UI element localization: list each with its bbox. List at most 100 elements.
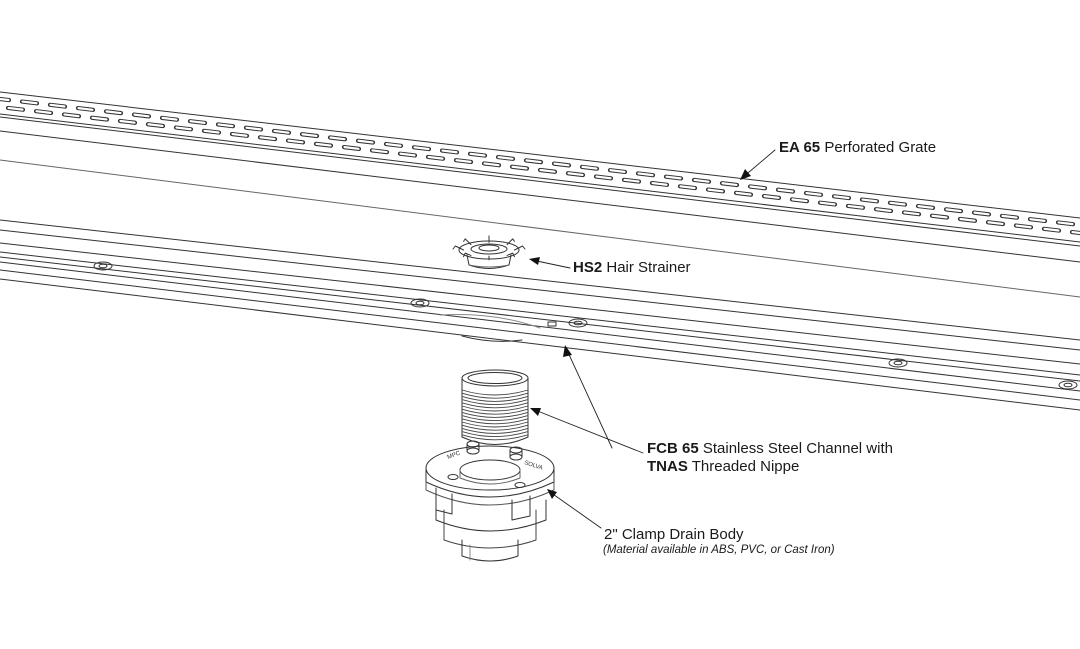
nipple-thread [461, 421, 529, 428]
grate-slot-inner [77, 106, 94, 111]
grate-slot-inner [217, 123, 234, 128]
mounting-tab [1058, 380, 1078, 390]
grate-slot-inner [875, 208, 892, 212]
grate-slot-inner [833, 195, 850, 200]
nipple-thread [461, 392, 529, 399]
grate-slot-inner [819, 201, 836, 206]
mounting-tab-hole [893, 360, 903, 366]
nipple-thread [461, 389, 529, 396]
drain-body-mark-right: SOLVA [523, 460, 543, 472]
grate-slot-inner [63, 113, 80, 118]
grate-slot-inner [35, 110, 52, 114]
channel-mounting-tabs [93, 261, 1078, 390]
grate-slot-inner [903, 211, 920, 216]
grate-slot-inner [777, 188, 794, 193]
grate-slot-inner [763, 195, 780, 199]
nipple-thread [461, 434, 529, 441]
nipple-thread [461, 424, 529, 431]
strainer-prong [452, 245, 464, 251]
grate-slot-inner [91, 116, 108, 121]
hair-strainer [452, 235, 526, 269]
grate-slot-inner [581, 165, 598, 170]
grate-slot-inner [539, 168, 556, 173]
grate-slot-inner [931, 214, 948, 219]
grate-slot-inner [861, 198, 878, 203]
nipple-callout: TNAS Threaded Nippe [647, 458, 799, 475]
grate-slot-inner [189, 120, 206, 124]
grate-description: Perforated Grate [824, 139, 937, 156]
grate-slot-inner [1001, 214, 1018, 219]
nipple-thread [461, 405, 529, 412]
clamp-drain-body: MPC SOLVA [425, 440, 555, 562]
mounting-tab [410, 298, 430, 308]
grate-slot-inner [1029, 218, 1046, 222]
strainer-prong [506, 238, 515, 246]
grate-slot-inner [161, 116, 178, 121]
strainer-prongs [452, 235, 526, 261]
strainer-prong [463, 252, 472, 258]
strainer-callout: HS2 Hair Strainer [573, 259, 691, 276]
nipple-code: TNAS [647, 458, 688, 475]
arrowheads [529, 169, 751, 499]
grate-slot-inner [959, 217, 976, 222]
grate-slot-row-a [0, 96, 1076, 227]
grate-slot-inner [175, 126, 192, 131]
nipple-thread [461, 431, 529, 437]
channel-code: FCB 65 [647, 440, 699, 457]
mounting-tab-hole [415, 300, 425, 306]
grate-slot-inner [679, 185, 696, 190]
grate-callout: EA 65 Perforated Grate [779, 139, 936, 156]
drain-body-callout: 2" Clamp Drain Body [604, 526, 744, 543]
grate-slot-inner [693, 178, 710, 183]
grate-slot-inner [847, 204, 864, 209]
grate-slot-inner [511, 165, 528, 170]
grate-slot-inner [119, 119, 136, 124]
nipple-thread [461, 415, 529, 421]
grate-slot-inner [357, 139, 374, 144]
stainless-steel-channel [0, 219, 1080, 411]
grate-slot-inner [525, 159, 542, 164]
strainer-code: HS2 [573, 259, 603, 276]
grate-slot-inner [973, 211, 990, 216]
grate-slot-inner [735, 191, 752, 196]
grate-slot-inner [987, 221, 1004, 226]
grate-slot-inner [105, 110, 122, 115]
grate-slot-inner [665, 175, 682, 180]
grate-slot-inner [21, 100, 38, 105]
grate-slot-inner [49, 103, 66, 108]
strainer-description: Hair Strainer [606, 259, 691, 276]
channel-callout: FCB 65 Stainless Steel Channel with [647, 440, 893, 457]
grate-slot-inner [553, 162, 570, 167]
grate-slot-inner [469, 152, 486, 157]
grate-slot-inner [805, 191, 822, 196]
drain-body-mark-left: MPC [447, 450, 462, 460]
grate-slot-inner [427, 155, 444, 160]
grate-slot-inner [707, 188, 724, 193]
grate-slot-inner [203, 129, 220, 134]
nipple-thread [461, 395, 529, 402]
grate-slot-inner [329, 136, 346, 141]
grate-slot-inner [315, 142, 332, 147]
grate-slot-inner [231, 132, 248, 137]
strainer-prong [463, 238, 472, 246]
grate-slot-inner [749, 185, 766, 190]
nipple-thread [461, 427, 529, 434]
grate-slot-inner [1015, 224, 1032, 229]
grate-slot-inner [441, 149, 458, 154]
grate-slot-inner [245, 126, 262, 131]
grate-slot-inner [483, 162, 500, 167]
grate-slot-inner [1057, 221, 1074, 226]
grate-slot-inner [343, 146, 360, 150]
grate-slot-inner [259, 136, 276, 141]
channel-description: Stainless Steel Channel with [702, 440, 893, 457]
mounting-tab-hole [573, 320, 583, 326]
mounting-tab [888, 358, 908, 368]
grate-slot-inner [399, 152, 416, 157]
grate-slot-row-b [5, 105, 1080, 236]
nipple-thread [461, 418, 529, 425]
channel-slot [547, 321, 557, 327]
grate-slot-inner [287, 139, 304, 144]
grate-slot-inner [273, 129, 290, 134]
grate-slot-inner [497, 156, 514, 160]
